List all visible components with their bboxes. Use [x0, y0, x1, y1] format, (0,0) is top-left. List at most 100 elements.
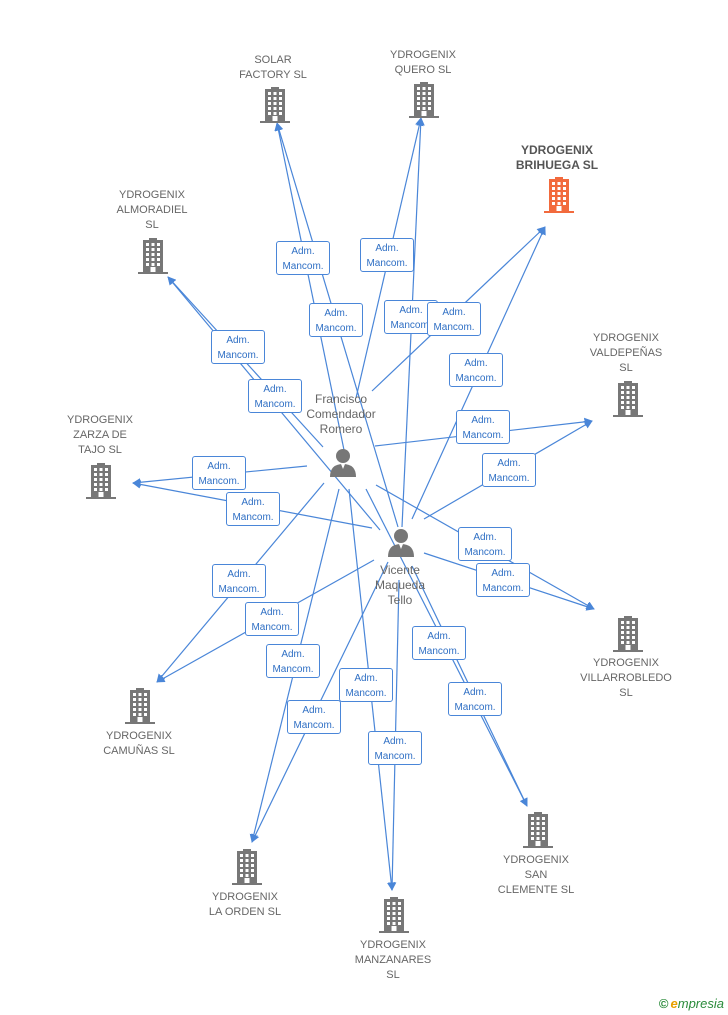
company-label-line: VALDEPEÑAS [589, 347, 663, 359]
edge-label-type: Mancom. [282, 261, 324, 272]
edge-label-role: Adm. [263, 384, 287, 395]
edge-label-role: Adm. [497, 458, 521, 469]
building-icon[interactable] [379, 897, 409, 933]
building-icon[interactable] [86, 463, 116, 499]
person-icon[interactable] [328, 447, 358, 477]
edge-label-vicente-camunas[interactable]: Adm.Mancom. [245, 602, 299, 636]
edge-label-type: Mancom. [482, 583, 524, 594]
company-label-laorden[interactable]: YDROGENIX LA ORDEN SL [209, 890, 281, 920]
edge-label-vicente-solar[interactable]: Adm. Mancom. [309, 303, 363, 337]
edge-label-role: Adm. [324, 308, 348, 319]
edge-label-francisco-laorden[interactable]: Adm. Mancom. [266, 644, 320, 678]
company-label-line: QUERO SL [394, 64, 452, 76]
edge-label-francisco-zarza[interactable]: Adm.Mancom. [192, 456, 246, 490]
company-label-line: YDROGENIX [105, 730, 172, 742]
edge-label-francisco-brihuega[interactable]: Adm.Mancom. [427, 302, 481, 336]
edge-label-francisco-almoradiel[interactable]: Adm. Mancom. [211, 330, 265, 364]
company-label-line: YDROGENIX [66, 414, 134, 426]
edge-label-role: Adm. [427, 631, 451, 642]
edge-label-role: Adm. [226, 335, 250, 346]
brand-initial: e [670, 996, 678, 1011]
edge-label-francisco-quero[interactable]: Adm. Mancom. [360, 238, 414, 272]
building-icon[interactable] [232, 849, 262, 885]
building-icon[interactable] [260, 87, 290, 123]
company-label-line: VILLARROBLEDO [580, 672, 672, 684]
company-label-line: YDROGENIX [118, 189, 186, 201]
edge-label-role: Adm. [399, 305, 423, 316]
person-label-line: Maqueda [374, 578, 426, 592]
edge-label-vicente-brihuega[interactable]: Adm.Mancom. [449, 353, 503, 387]
person-icon[interactable] [386, 527, 416, 557]
company-label-line: SOLAR [254, 54, 292, 66]
company-label-solar[interactable]: SOLAR FACTORY SL [239, 53, 307, 83]
edge-label-francisco-camunas[interactable]: Adm.Mancom. [212, 564, 266, 598]
copyright-symbol: © [658, 996, 669, 1011]
company-label-line: FACTORY SL [239, 69, 307, 81]
company-label-line: BRIHUEGA SL [515, 158, 599, 172]
edge-label-type: Mancom. [198, 476, 240, 487]
edge-label-vicente-almoradiel[interactable]: Adm. Mancom. [248, 379, 302, 413]
edge-label-francisco-solar[interactable]: Adm.Mancom. [276, 241, 330, 275]
edge-label-type: Mancom. [366, 258, 408, 269]
edge-label-type: Mancom. [293, 720, 335, 731]
edge-label-francisco-valdepenas[interactable]: Adm.Mancom. [456, 410, 510, 444]
company-label-line: TAJO SL [78, 444, 122, 456]
edge-label-vicente-villarrobledo[interactable]: Adm. Mancom. [476, 563, 530, 597]
building-icon[interactable] [409, 82, 439, 118]
edge-label-vicente-sanclemente[interactable]: Adm. Mancom. [448, 682, 502, 716]
company-label-camunas[interactable]: YDROGENIX CAMUÑAS SL [103, 729, 175, 759]
edge-label-type: Mancom. [315, 323, 357, 334]
person-label-line: Vicente [380, 563, 420, 577]
building-icon[interactable] [544, 177, 574, 213]
building-icon[interactable] [613, 381, 643, 417]
company-label-line: YDROGENIX [502, 854, 570, 866]
person-label-line: Tello [387, 593, 413, 607]
edge-label-vicente-valdepenas[interactable]: Adm.Mancom. [482, 453, 536, 487]
company-label-line: MANZANARES [354, 954, 432, 966]
company-label-line: CAMUÑAS SL [103, 745, 175, 757]
edge-label-francisco-sanclemente[interactable]: Adm.Mancom. [412, 626, 466, 660]
company-label-line: LA ORDEN SL [208, 906, 282, 918]
brand-name: mpresia [677, 996, 724, 1011]
edge-label-role: Adm. [281, 649, 305, 660]
building-icon[interactable] [613, 616, 643, 652]
company-label-line: YDROGENIX [211, 891, 279, 903]
edge-label-type: Mancom. [454, 702, 496, 713]
edge-label-role: Adm. [227, 569, 251, 580]
edge-label-role: Adm. [463, 687, 487, 698]
company-label-line: SL [386, 969, 400, 981]
building-icon[interactable] [523, 812, 553, 848]
edge-label-francisco-villarrobledo[interactable]: Adm.Mancom. [458, 527, 512, 561]
edge-label-type: Mancom. [254, 399, 296, 410]
edge-label-role: Adm. [473, 532, 497, 543]
person-label-line: Francisco [314, 392, 367, 406]
company-label-line: SAN [524, 869, 548, 881]
edge-label-vicente-laorden[interactable]: Adm.Mancom. [287, 700, 341, 734]
edge-label-type: Mancom. [272, 664, 314, 675]
edge-label-role: Adm. [375, 243, 399, 254]
building-icon[interactable] [138, 238, 168, 274]
edge-label-type: Mancom. [433, 322, 475, 333]
edge-label-francisco-manzanares[interactable]: Adm.Mancom. [339, 668, 393, 702]
building-icon[interactable] [125, 688, 155, 724]
brand-logo: ©empresia [659, 996, 724, 1011]
edge-label-type: Mancom. [217, 350, 259, 361]
company-label-line: YDROGENIX [389, 49, 457, 61]
company-label-line: ALMORADIEL [116, 204, 188, 216]
edge-label-vicente-zarza[interactable]: Adm.Mancom. [226, 492, 280, 526]
edge-label-type: Mancom. [390, 320, 432, 331]
edge-label-role: Adm. [491, 568, 515, 579]
company-label-quero[interactable]: YDROGENIX QUERO SL [390, 48, 456, 78]
company-label-line: SL [619, 362, 633, 374]
edge-label-vicente-manzanares[interactable]: Adm.Mancom. [368, 731, 422, 765]
company-label-sanclemente[interactable]: YDROGENIX SAN CLEMENTE SL [498, 853, 574, 898]
company-label-line: CLEMENTE SL [497, 884, 575, 896]
